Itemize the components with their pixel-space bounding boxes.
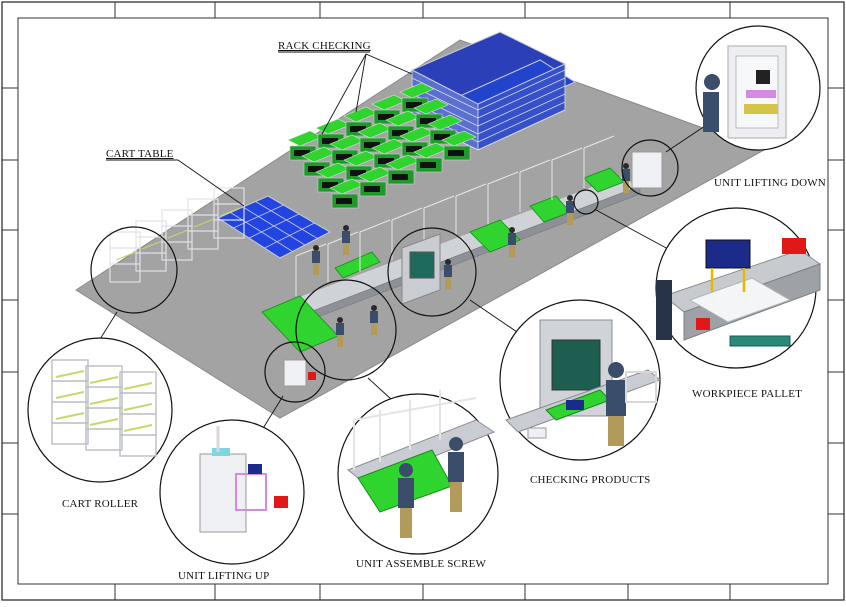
- zoom-unit-assemble-screw: [337, 390, 499, 555]
- zoom-unit-lifting-up: [159, 419, 305, 565]
- label-unit-assemble-screw: UNIT ASSEMBLE SCREW: [356, 558, 487, 570]
- checking-cabinet-small: [401, 233, 441, 305]
- green-rack: [329, 178, 365, 209]
- worker-figure: [622, 163, 630, 193]
- zoom-workpiece-pallet: [655, 207, 822, 369]
- zoom-cart-roller: [27, 337, 173, 483]
- label-cart-table: CART TABLE: [106, 148, 174, 160]
- leader-lines: [86, 51, 706, 431]
- cart-table-grid: [230, 195, 331, 259]
- worker-figure: [336, 317, 344, 347]
- label-rack-checking: RACK CHECKING: [278, 40, 371, 52]
- green-rack: [441, 130, 477, 161]
- floor-callout-circles: [90, 139, 679, 403]
- label-unit-lifting-down: UNIT LIFTING DOWN: [714, 177, 826, 189]
- lifting-unit-small: [283, 359, 316, 387]
- zoom-checking-products: [499, 299, 661, 461]
- worker-figure: [370, 305, 378, 335]
- green-rack-area: [287, 82, 477, 209]
- worker-figure: [566, 195, 574, 225]
- label-workpiece-pallet: WORKPIECE PALLET: [692, 388, 803, 400]
- green-rack: [357, 166, 393, 197]
- worker-figure: [444, 259, 452, 289]
- worker-figure: [508, 227, 516, 257]
- assembly-line: [261, 167, 641, 353]
- lifting-down-unit-small: [631, 151, 663, 189]
- green-rack: [413, 142, 449, 173]
- label-checking-products: CHECKING PRODUCTS: [530, 474, 651, 486]
- worker-figure: [312, 245, 320, 275]
- zoom-unit-lifting-down: [695, 25, 821, 151]
- floor-workers: [312, 163, 630, 347]
- worker-figure: [342, 225, 350, 255]
- cart-frame-area: [109, 187, 245, 283]
- label-cart-roller: CART ROLLER: [62, 498, 139, 510]
- green-rack: [385, 154, 421, 185]
- label-unit-lifting-up: UNIT LIFTING UP: [178, 570, 270, 582]
